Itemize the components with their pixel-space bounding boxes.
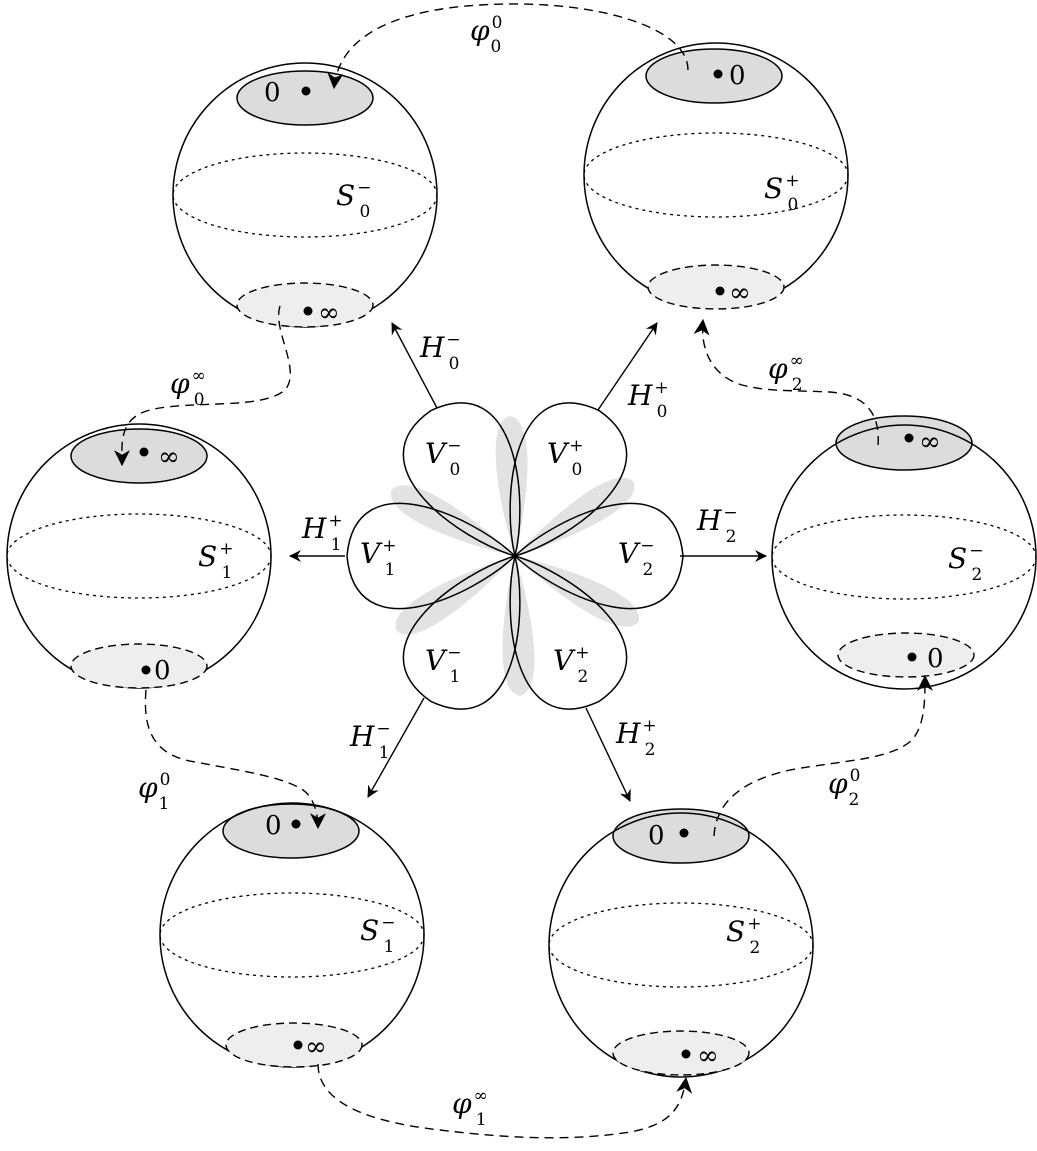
h-arrows [289, 322, 767, 802]
flower: V−0 V+0 V+1 V−2 V−1 V+2 [346, 402, 684, 710]
petal-label: V−0 [425, 436, 461, 480]
equator [172, 152, 438, 238]
arrow-label: H+0 [627, 378, 669, 422]
arrow-label: H−2 [696, 503, 738, 547]
petal-outline [509, 555, 628, 710]
equator [548, 902, 814, 988]
curve-phi0-inf [113, 305, 291, 467]
bottom-point-label: ∞ [305, 1032, 327, 1062]
point-dot [293, 1040, 303, 1050]
point-dot [681, 1049, 691, 1059]
petal-label: V−1 [425, 643, 461, 687]
point-dot [141, 665, 151, 675]
curve-phi1-inf [317, 1063, 693, 1139]
arrow-label: H−1 [349, 719, 391, 763]
curve-phi1-0 [144, 689, 326, 830]
petal-label: V−2 [618, 536, 654, 580]
sphere-label: S+0 [764, 171, 799, 215]
bottom-cap [612, 1030, 750, 1076]
bottom-point-label: 0 [154, 656, 171, 686]
petal-label: V+1 [360, 536, 396, 580]
petal-shade [391, 485, 515, 556]
petal-shade [502, 556, 535, 696]
point-dot [713, 69, 723, 79]
curve-phi0-0 [327, 3, 689, 90]
curve-phi2-inf [693, 318, 879, 446]
sphere-label: S−0 [336, 178, 371, 222]
sphere-label: S−2 [948, 541, 983, 585]
curve-phi2-0 [713, 674, 933, 837]
sphere-s0-plus: 0 ∞ S+0 [583, 42, 849, 310]
bottom-point-label: ∞ [729, 278, 751, 308]
top-point-label: ∞ [919, 427, 941, 457]
phi-label: φ∞0 [170, 366, 206, 410]
arrow-h0-minus [391, 322, 438, 409]
point-dot [291, 819, 301, 829]
petal-outline [402, 555, 521, 710]
arrow-label: H+1 [301, 511, 343, 555]
petal-label: V+2 [553, 643, 589, 687]
arrow-h0-plus [597, 322, 658, 411]
bottom-cap [647, 264, 785, 310]
top-point-label: 0 [265, 811, 282, 841]
top-cap [236, 70, 374, 126]
sphere-s2-plus: 0 ∞ S+2 [548, 808, 814, 1078]
petal-label: V+0 [547, 436, 583, 480]
point-dot [139, 447, 149, 457]
top-point-label: 0 [264, 78, 281, 108]
top-cap [835, 415, 973, 471]
equator [583, 132, 849, 218]
sphere-s1-plus: ∞ 0 S+1 [6, 423, 272, 689]
bottom-point-label: ∞ [318, 298, 340, 328]
point-dot [904, 433, 914, 443]
arrow-h2-plus [585, 707, 631, 802]
petal-shade [515, 556, 639, 627]
bottom-point-label: 0 [927, 644, 944, 674]
top-point-label: 0 [729, 61, 746, 91]
equator [6, 513, 272, 599]
phi-curves [113, 3, 933, 1139]
sphere-s1-minus: 0 ∞ S−1 [159, 802, 425, 1068]
petal-shade [395, 556, 515, 635]
petal-outline [402, 402, 521, 557]
bottom-cap [70, 643, 208, 689]
equator [159, 892, 425, 978]
point-dot [715, 286, 725, 296]
phi-label: φ∞2 [768, 351, 804, 395]
top-cap [70, 428, 208, 484]
point-dot [303, 306, 313, 316]
petal-outline [346, 502, 517, 610]
bottom-cap [236, 282, 374, 328]
petal-shade [495, 416, 528, 556]
point-dot [907, 652, 917, 662]
phi-label: φ∞1 [452, 1086, 488, 1130]
sphere-s0-minus: 0 ∞ S−0 [172, 62, 438, 328]
top-point-label: ∞ [158, 442, 180, 472]
sphere-label: S+2 [726, 914, 761, 958]
point-dot [301, 86, 311, 96]
arrow-label: H+2 [615, 716, 657, 760]
point-dot [679, 828, 689, 838]
bottom-cap [837, 632, 975, 678]
sphere-label: S−1 [360, 913, 395, 957]
petal-outline [509, 402, 628, 557]
equator [771, 514, 1037, 600]
bottom-point-label: ∞ [697, 1041, 719, 1071]
arrow-h1-minus [367, 697, 425, 798]
top-point-label: 0 [648, 821, 665, 851]
sphere-label: S+1 [198, 539, 233, 583]
sphere-s2-minus: ∞ 0 S−2 [771, 415, 1037, 690]
arrow-label: H−0 [419, 330, 461, 374]
